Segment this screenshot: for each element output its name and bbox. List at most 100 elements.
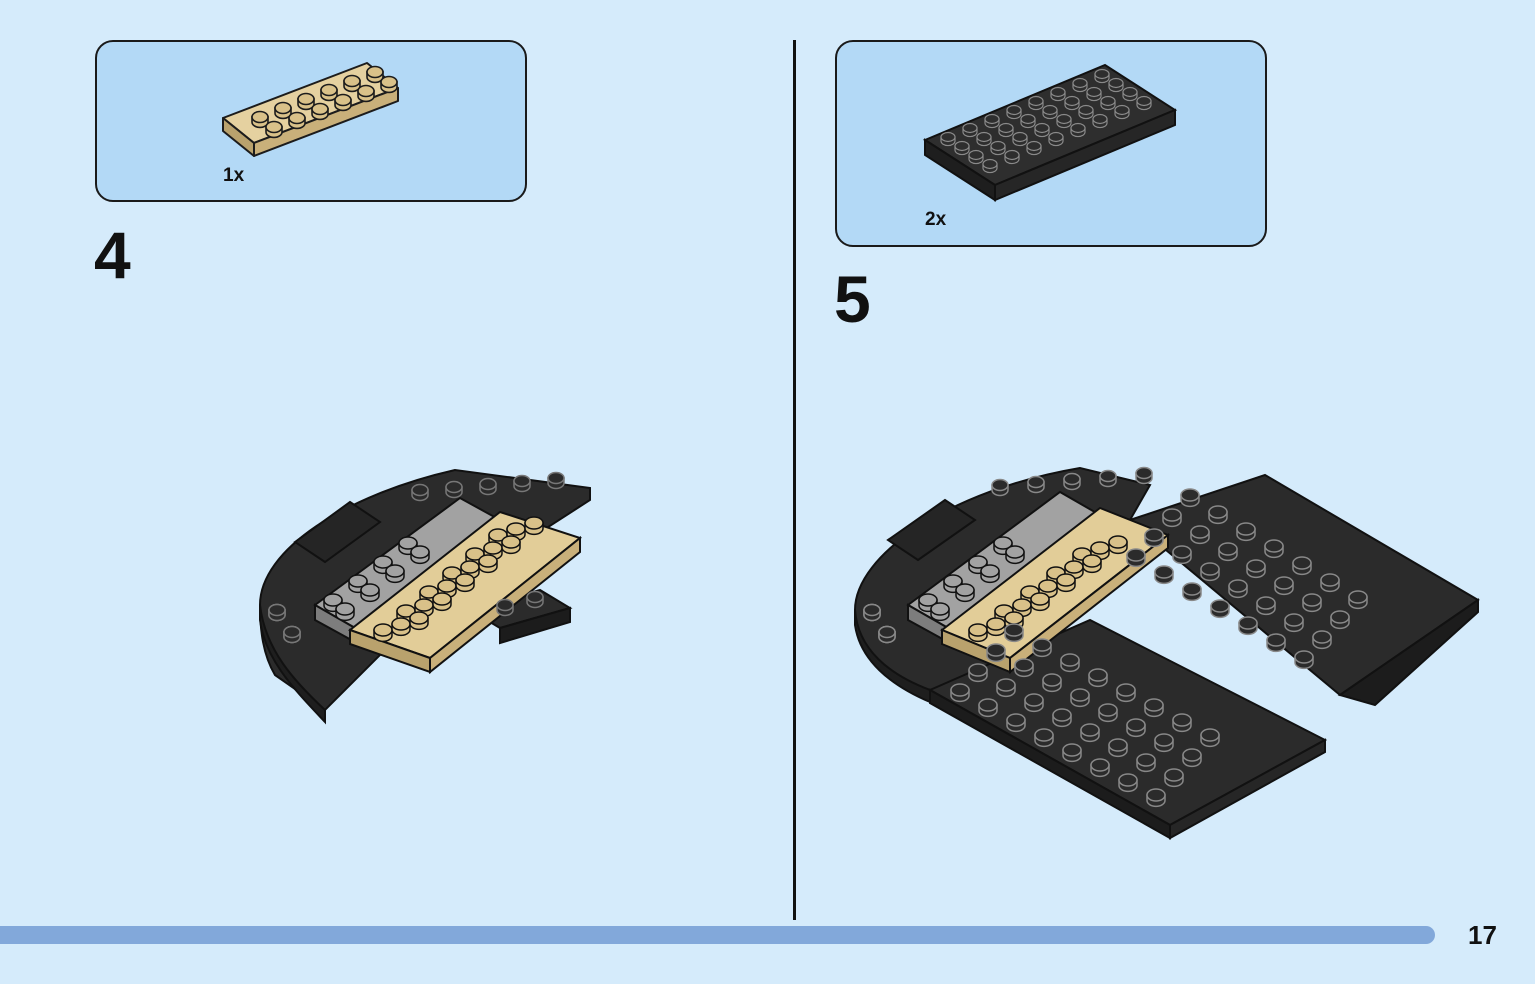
- stud: [297, 92, 315, 106]
- stud: [1056, 113, 1072, 125]
- stud: [479, 477, 497, 491]
- stud: [1090, 541, 1110, 555]
- stud: [1154, 733, 1174, 747]
- stud: [357, 84, 375, 98]
- stud: [526, 590, 544, 604]
- parts-callout-step-5: [835, 40, 1267, 247]
- stud: [391, 617, 411, 631]
- stud: [335, 602, 355, 616]
- stud: [1082, 554, 1102, 568]
- stud: [501, 535, 521, 549]
- stud: [283, 625, 301, 639]
- stud: [1330, 610, 1350, 624]
- stud: [1135, 466, 1153, 480]
- stud: [1162, 508, 1182, 522]
- stud: [513, 474, 531, 488]
- stud: [320, 83, 338, 97]
- stud: [524, 516, 544, 530]
- stud: [1144, 698, 1164, 712]
- stud: [1190, 525, 1210, 539]
- stud: [878, 625, 896, 639]
- stud: [962, 122, 978, 134]
- stud: [1027, 475, 1045, 489]
- stud: [1060, 653, 1080, 667]
- stud: [1208, 505, 1228, 519]
- stud: [1026, 140, 1042, 152]
- stud: [1050, 86, 1066, 98]
- stud: [398, 536, 418, 550]
- stud: [437, 579, 457, 593]
- stud: [918, 593, 938, 607]
- stud: [1080, 723, 1100, 737]
- stud: [1144, 528, 1164, 542]
- stud: [373, 623, 393, 637]
- stud: [1180, 488, 1200, 502]
- step-number-4: 4: [94, 218, 131, 292]
- stud: [1172, 713, 1192, 727]
- stud: [1210, 599, 1230, 613]
- stud: [1098, 703, 1118, 717]
- stud: [1063, 472, 1081, 486]
- stud: [1172, 545, 1192, 559]
- step-number-5: 5: [834, 262, 871, 336]
- stud: [265, 120, 283, 134]
- stud: [1094, 68, 1110, 80]
- stud: [998, 122, 1014, 134]
- stud: [1088, 668, 1108, 682]
- stud: [323, 593, 343, 607]
- stud: [1302, 593, 1322, 607]
- stud: [1052, 708, 1072, 722]
- stud: [1136, 95, 1152, 107]
- stud: [1100, 95, 1116, 107]
- stud: [1200, 728, 1220, 742]
- stud: [1099, 469, 1117, 483]
- stud: [1086, 86, 1102, 98]
- stud: [1292, 556, 1312, 570]
- stud: [1256, 596, 1276, 610]
- stud: [1108, 535, 1128, 549]
- stud: [1108, 738, 1128, 752]
- stud: [950, 683, 970, 697]
- stud: [411, 483, 429, 497]
- stud: [288, 111, 306, 125]
- stud: [1062, 743, 1082, 757]
- stud: [1070, 688, 1090, 702]
- stud: [1312, 630, 1332, 644]
- stud: [410, 545, 430, 559]
- stud: [968, 623, 988, 637]
- stud: [409, 611, 429, 625]
- stud: [990, 140, 1006, 152]
- stud: [982, 158, 998, 170]
- stud: [968, 149, 984, 161]
- stud: [1136, 753, 1156, 767]
- stud: [547, 471, 565, 485]
- stud: [1064, 95, 1080, 107]
- stud: [373, 555, 393, 569]
- stud: [1038, 579, 1058, 593]
- stud: [1274, 576, 1294, 590]
- stud: [1118, 773, 1138, 787]
- stud: [1122, 86, 1138, 98]
- stud: [1090, 758, 1110, 772]
- stud: [996, 678, 1016, 692]
- stud: [1012, 598, 1032, 612]
- stud: [1108, 77, 1124, 89]
- stud: [432, 592, 452, 606]
- stud: [863, 603, 881, 617]
- stud: [1064, 560, 1084, 574]
- stud: [1182, 748, 1202, 762]
- stud: [496, 598, 514, 612]
- stud: [1072, 77, 1088, 89]
- stud: [311, 102, 329, 116]
- stud: [1042, 673, 1062, 687]
- stud: [954, 140, 970, 152]
- stud: [1006, 713, 1026, 727]
- step-4-assembly-illustration: [258, 468, 591, 725]
- stud: [1264, 539, 1284, 553]
- stud: [955, 583, 975, 597]
- stud: [380, 75, 398, 89]
- stud: [991, 478, 1009, 492]
- stud: [940, 131, 956, 143]
- stud: [968, 555, 988, 569]
- stud: [986, 617, 1006, 631]
